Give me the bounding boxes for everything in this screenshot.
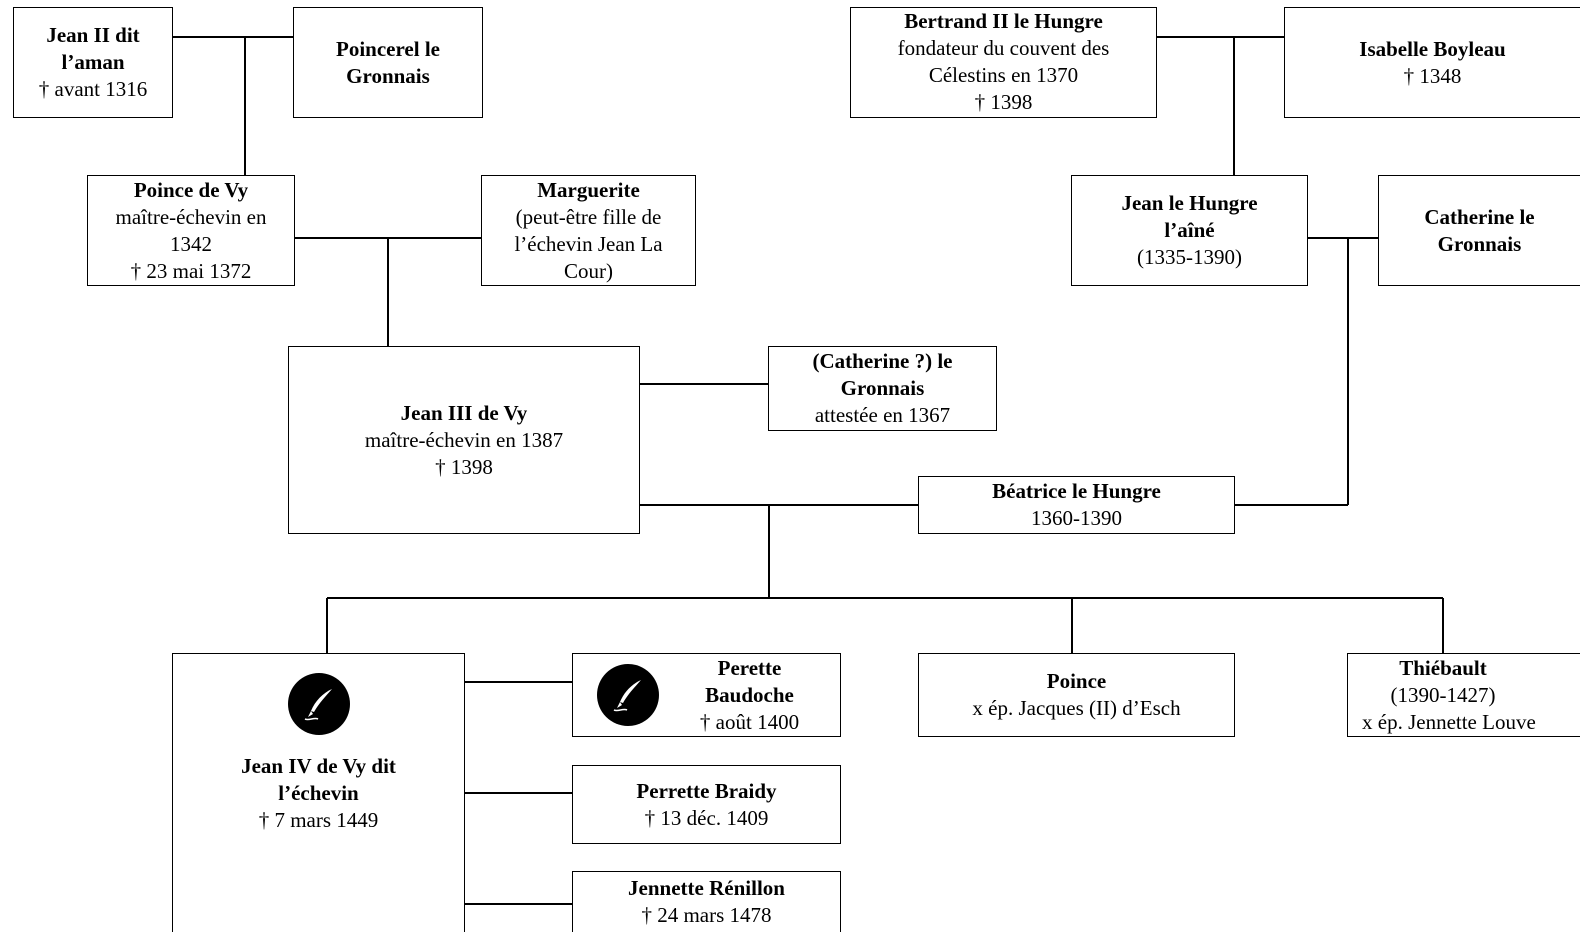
person-detail: Cour) bbox=[564, 258, 613, 283]
person-name: Thiébault bbox=[1399, 655, 1487, 680]
person-catherine-question: (Catherine ?) le Gronnais attestée en 13… bbox=[768, 346, 997, 431]
person-name: Poincerel le Gronnais bbox=[336, 36, 440, 88]
person-beatrice: Béatrice le Hungre 1360-1390 bbox=[918, 476, 1235, 534]
person-isabelle: Isabelle Boyleau † 1348 bbox=[1284, 7, 1580, 118]
person-detail: 1342 bbox=[170, 231, 212, 256]
person-marguerite: Marguerite (peut-être fille de l’échevin… bbox=[481, 175, 696, 286]
person-detail: † 24 mars 1478 bbox=[641, 903, 772, 927]
person-name: Perrette Braidy bbox=[636, 778, 777, 803]
person-jean-ii: Jean II dit l’aman † avant 1316 bbox=[13, 7, 173, 118]
person-name: Isabelle Boyleau bbox=[1359, 36, 1506, 61]
person-poincerel: Poincerel le Gronnais bbox=[293, 7, 483, 118]
person-detail: † 1348 bbox=[1403, 63, 1462, 88]
person-name: Perette Baudoche bbox=[705, 655, 794, 707]
person-catherine-le-gronnais: Catherine le Gronnais bbox=[1378, 175, 1580, 286]
person-detail: x ép. Jennette Louve bbox=[1362, 709, 1536, 734]
person-detail: (1335-1390) bbox=[1137, 245, 1242, 269]
person-detail: fondateur du couvent des bbox=[897, 36, 1110, 60]
person-detail: Célestins en 1370 bbox=[928, 63, 1079, 87]
person-detail: l’échevin Jean La bbox=[514, 231, 663, 256]
person-name: Jennette Rénillon bbox=[628, 876, 785, 900]
person-detail: maître-échevin en bbox=[115, 204, 267, 229]
person-detail: maître-échevin en 1387 bbox=[364, 427, 564, 452]
quill-pen-icon bbox=[287, 673, 350, 735]
person-detail: attestée en 1367 bbox=[814, 403, 951, 427]
person-name: Poince bbox=[1046, 669, 1107, 693]
person-jean-iv: Jean IV de Vy dit l’échevin † 7 mars 144… bbox=[172, 653, 465, 932]
person-detail: (1390-1427) bbox=[1390, 682, 1496, 707]
person-bertrand: Bertrand II le Hungre fondateur du couve… bbox=[850, 7, 1157, 118]
person-detail: 1360-1390 bbox=[1031, 506, 1122, 530]
person-detail: † 1398 bbox=[435, 454, 493, 479]
person-jean-le-hungre: Jean le Hungre l’aîné (1335-1390) bbox=[1071, 175, 1308, 286]
person-name: Jean IV de Vy dit l’échevin bbox=[241, 754, 396, 805]
person-name: Marguerite bbox=[537, 177, 640, 202]
person-name: Béatrice le Hungre bbox=[992, 479, 1161, 503]
person-thiebault: Thiébault (1390-1427) x ép. Jennette Lou… bbox=[1347, 653, 1580, 737]
person-detail: † 23 mai 1372 bbox=[130, 258, 252, 283]
person-name: (Catherine ?) le Gronnais bbox=[812, 349, 953, 400]
person-detail: † 7 mars 1449 bbox=[258, 808, 379, 832]
person-name: Jean le Hungre l’aîné bbox=[1121, 191, 1258, 242]
quill-pen-icon bbox=[597, 664, 659, 726]
person-jean-iii: Jean III de Vy maître-échevin en 1387 † … bbox=[288, 346, 640, 534]
person-detail: † août 1400 bbox=[699, 709, 800, 734]
person-perette-baudoche: Perette Baudoche † août 1400 bbox=[572, 653, 841, 737]
person-detail: † avant 1316 bbox=[38, 77, 148, 101]
person-name: Bertrand II le Hungre bbox=[904, 9, 1103, 33]
person-detail: (peut-être fille de bbox=[515, 204, 662, 229]
person-name: Jean II dit l’aman bbox=[46, 23, 140, 74]
person-name: Poince de Vy bbox=[133, 177, 249, 202]
person-detail: † 13 déc. 1409 bbox=[644, 805, 769, 830]
person-name: Jean III de Vy bbox=[400, 400, 528, 425]
person-poince-de-vy: Poince de Vy maître-échevin en 1342 † 23… bbox=[87, 175, 295, 286]
person-jennette-renillon: Jennette Rénillon † 24 mars 1478 bbox=[572, 871, 841, 932]
person-poince: Poince x ép. Jacques (II) d’Esch bbox=[918, 653, 1235, 737]
person-name: Catherine le Gronnais bbox=[1424, 204, 1535, 256]
person-perrette-braidy: Perrette Braidy † 13 déc. 1409 bbox=[572, 765, 841, 844]
person-detail: † 1398 bbox=[974, 90, 1033, 114]
person-detail: x ép. Jacques (II) d’Esch bbox=[972, 696, 1181, 720]
